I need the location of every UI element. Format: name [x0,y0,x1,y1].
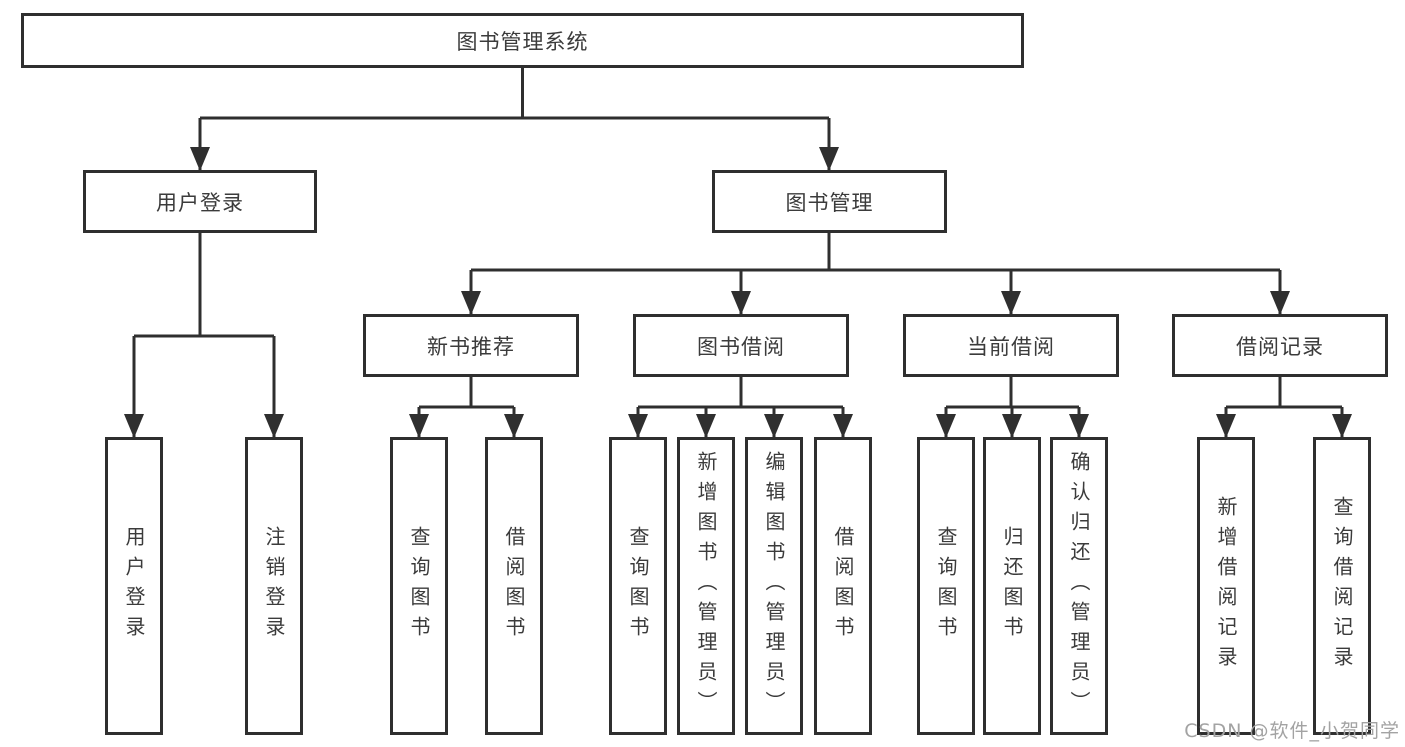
leaf-bw-query-books: 查询图书 [609,437,667,735]
junction-user-login [134,233,274,338]
leaf-nb-query-books-label: 查询图书 [407,526,431,646]
leaf-bw-borrow-books: 借阅图书 [814,437,872,735]
node-book-borrowing: 图书借阅 [633,314,849,377]
node-user-login-label: 用户登录 [156,190,244,215]
csdn-watermark: CSDN @软件_小贺同学 [1184,720,1400,742]
leaf-bw-add-books-admin-label: 新增图书（管理员） [694,451,718,721]
junction-book-mgmt [471,233,1280,272]
node-book-borrowing-label: 图书借阅 [697,334,785,359]
junction-current [946,377,1079,409]
node-borrow-records-label: 借阅记录 [1236,334,1324,359]
leaf-cb-return-books: 归还图书 [983,437,1041,735]
leaf-rc-add-borrow-record: 新增借阅记录 [1197,437,1255,735]
leaf-rc-add-borrow-record-label: 新增借阅记录 [1214,496,1238,676]
junction-records [1226,377,1342,409]
leaf-cb-query-books-label: 查询图书 [934,526,958,646]
node-book-mgmt: 图书管理 [712,170,947,233]
leaf-rc-query-borrow-record: 查询借阅记录 [1313,437,1371,735]
leaf-nb-query-books: 查询图书 [390,437,448,735]
leaf-bw-query-books-label: 查询图书 [626,526,650,646]
junction-borrowing [638,377,843,409]
node-new-books-label: 新书推荐 [427,334,515,359]
leaf-bw-edit-books-admin-label: 编辑图书（管理员） [762,451,786,721]
leaf-logout-label: 注销登录 [262,526,286,646]
leaf-cb-query-books: 查询图书 [917,437,975,735]
leaf-user-login: 用户登录 [105,437,163,735]
leaf-cb-return-books-label: 归还图书 [1000,526,1024,646]
leaf-logout: 注销登录 [245,437,303,735]
leaf-nb-borrow-books-label: 借阅图书 [502,526,526,646]
leaf-bw-edit-books-admin: 编辑图书（管理员） [745,437,803,735]
leaf-cb-confirm-return-admin: 确认归还（管理员） [1050,437,1108,735]
leaf-bw-add-books-admin: 新增图书（管理员） [677,437,735,735]
leaf-nb-borrow-books: 借阅图书 [485,437,543,735]
node-borrow-records: 借阅记录 [1172,314,1388,377]
junction-new-books [419,377,514,409]
node-root-label: 图书管理系统 [456,29,589,54]
leaf-user-login-label: 用户登录 [122,526,146,646]
leaf-cb-confirm-return-admin-label: 确认归还（管理员） [1067,451,1091,721]
leaf-bw-borrow-books-label: 借阅图书 [831,526,855,646]
leaf-rc-query-borrow-record-label: 查询借阅记录 [1330,496,1354,676]
node-new-books: 新书推荐 [363,314,579,377]
node-current-borrowing: 当前借阅 [903,314,1119,377]
node-book-mgmt-label: 图书管理 [785,190,874,215]
node-user-login: 用户登录 [83,170,317,233]
node-current-borrowing-label: 当前借阅 [967,334,1055,359]
junction-root [200,68,829,120]
node-root: 图书管理系统 [21,13,1024,68]
